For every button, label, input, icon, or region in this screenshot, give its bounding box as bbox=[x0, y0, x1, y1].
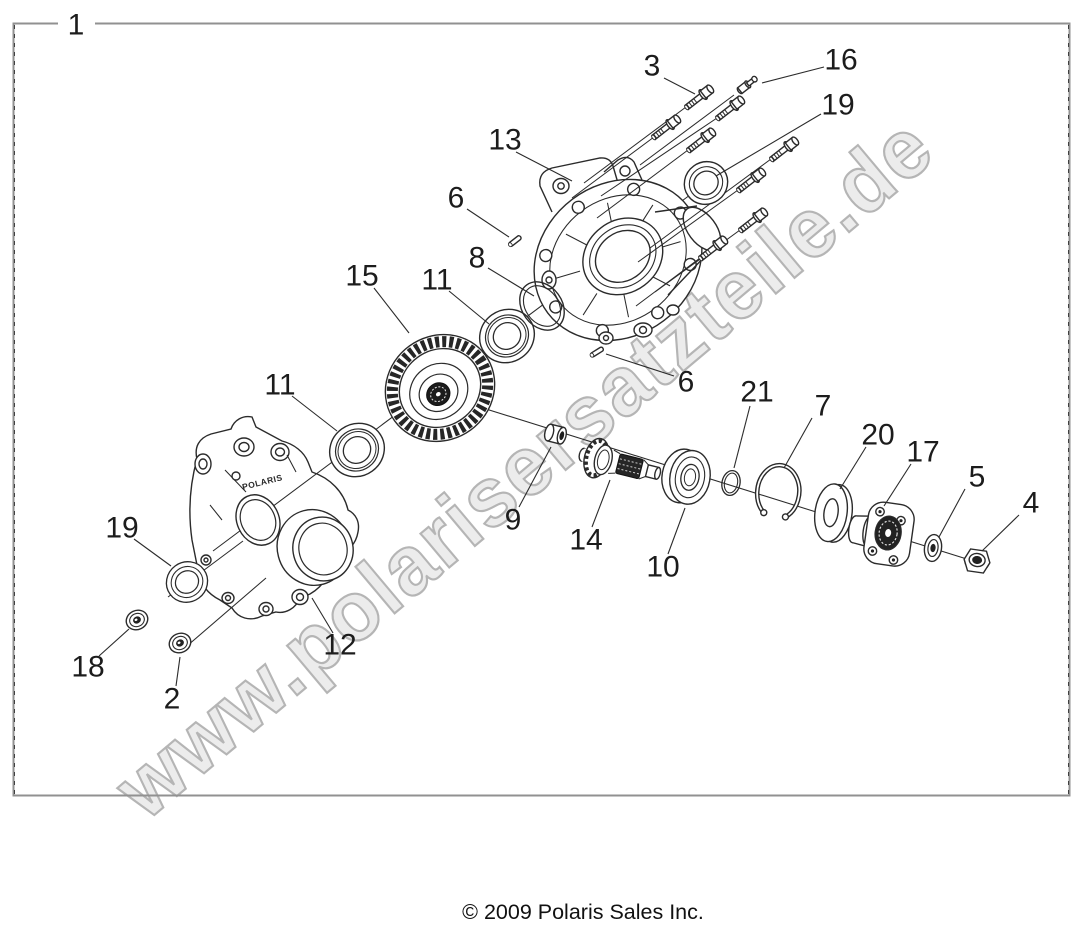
housing-embossed-logo: POLARIS bbox=[241, 472, 283, 492]
callout-leader bbox=[518, 446, 552, 508]
callout-label: 9 bbox=[505, 504, 522, 537]
callout-label: 13 bbox=[488, 124, 521, 157]
plug-18 bbox=[122, 606, 152, 634]
callout-label: 10 bbox=[646, 551, 679, 584]
watermark: www.polarisersatzteile.de bbox=[95, 97, 951, 837]
assembly-callout-gap bbox=[58, 13, 95, 35]
callout-leader bbox=[783, 417, 813, 469]
vent-fitting bbox=[735, 73, 760, 96]
gear-teeth bbox=[386, 336, 494, 440]
flange-nut bbox=[963, 548, 991, 574]
thrust-washer bbox=[813, 483, 854, 543]
callout-leader bbox=[667, 507, 686, 555]
callout-label: 2 bbox=[164, 683, 181, 716]
callout-label: 15 bbox=[345, 260, 378, 293]
callout-label: 19 bbox=[105, 512, 138, 545]
callout-leader bbox=[981, 514, 1020, 552]
pinion-bearing bbox=[661, 448, 711, 505]
callout-leader bbox=[448, 290, 490, 325]
callout-label: 17 bbox=[906, 436, 939, 469]
gearcase-housing: POLARIS bbox=[189, 415, 360, 620]
housing-top-bushings bbox=[233, 437, 290, 462]
housing-boss bbox=[231, 471, 241, 481]
output-flange bbox=[847, 501, 915, 567]
callout-label: 7 bbox=[815, 390, 832, 423]
callout-label: 6 bbox=[678, 366, 695, 399]
callout-label: 3 bbox=[644, 50, 661, 83]
callout-leader bbox=[291, 395, 338, 432]
callout-leader bbox=[466, 208, 510, 238]
callout-label: 16 bbox=[824, 44, 857, 77]
housing-front-bore bbox=[235, 494, 281, 546]
callout-leader bbox=[591, 479, 611, 528]
callout-label: 20 bbox=[861, 419, 894, 452]
callout-label: 11 bbox=[264, 369, 295, 402]
callout-leader bbox=[515, 151, 573, 182]
oring-cover bbox=[519, 281, 565, 331]
oring-small bbox=[721, 469, 741, 497]
callout-label: 19 bbox=[821, 89, 854, 122]
callout-label: 8 bbox=[469, 242, 486, 275]
housing-mount-lugs bbox=[200, 554, 309, 617]
callout-leader bbox=[883, 463, 912, 507]
callout-label: 12 bbox=[323, 629, 356, 662]
callout-label: 5 bbox=[969, 461, 986, 494]
dowel-pin-upper bbox=[506, 234, 523, 249]
cover-flange bbox=[533, 178, 703, 342]
watermark-text: www.polarisersatzteile.de bbox=[96, 98, 950, 836]
housing-output-collar bbox=[276, 508, 354, 587]
snap-ring bbox=[754, 462, 802, 521]
callout-label: 14 bbox=[569, 524, 602, 557]
callout-label: 4 bbox=[1023, 487, 1040, 520]
spacer bbox=[543, 423, 568, 445]
copyright-text: © 2009 Polaris Sales Inc. bbox=[462, 900, 704, 924]
callout-leader bbox=[938, 488, 966, 538]
rear-cover-housing bbox=[533, 156, 722, 345]
callout-leader bbox=[663, 77, 696, 95]
callout-leader bbox=[175, 656, 181, 687]
pinion-shaft bbox=[578, 437, 662, 481]
callout-leader bbox=[133, 538, 172, 567]
callout-leader bbox=[733, 405, 751, 469]
plug-2 bbox=[165, 629, 195, 657]
callout-leader bbox=[311, 597, 334, 634]
callout-leader bbox=[605, 353, 675, 377]
diagram-border bbox=[12, 13, 1071, 797]
callout-label: 6 bbox=[448, 182, 465, 215]
housing-left-eye bbox=[194, 453, 212, 475]
callout-label: 21 bbox=[740, 376, 773, 409]
ring-gear bbox=[384, 333, 496, 443]
flat-washer bbox=[923, 533, 943, 563]
callout-leader bbox=[98, 628, 130, 657]
callout-label: 1 bbox=[68, 9, 85, 42]
callout-label: 11 bbox=[421, 264, 452, 297]
pinion-splines bbox=[615, 453, 644, 480]
callout-label: 18 bbox=[71, 651, 104, 684]
callout-leader bbox=[373, 287, 410, 334]
housing-ribs bbox=[209, 454, 297, 521]
callout-leader bbox=[839, 446, 867, 490]
callout-leader bbox=[487, 267, 535, 297]
cover-ribs bbox=[555, 202, 681, 318]
callout-leader bbox=[715, 113, 822, 177]
callout-leader bbox=[761, 66, 825, 84]
